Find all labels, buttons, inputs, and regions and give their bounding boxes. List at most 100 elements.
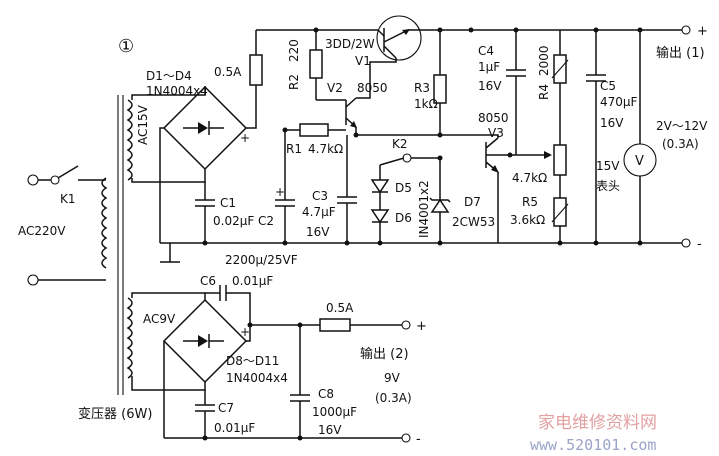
v2-collector [345, 97, 357, 108]
out2-volt: 9V [384, 371, 401, 385]
junction-dot [202, 240, 208, 246]
fuse-1 [249, 54, 263, 86]
c6-value: 0.01μF [232, 274, 273, 288]
junction-dot [437, 27, 443, 33]
d5-d6-part: IN4001x2 [417, 180, 431, 238]
d7-bar [429, 197, 451, 203]
junction-dot [247, 322, 253, 328]
wire-sec1-top [131, 87, 206, 100]
out1-current: (0.3A) [662, 137, 699, 151]
c2-value: 2200μ/25VF [225, 253, 298, 267]
ac9v-label: AC9V [143, 312, 176, 326]
out2-plus: + [416, 319, 427, 334]
r2-resistor [309, 49, 323, 79]
junction-dot [353, 132, 359, 138]
c1-value: 0.02μF [213, 214, 254, 228]
r5-value: 3.6kΩ [510, 213, 545, 227]
k1-pivot [50, 175, 60, 185]
transformer-label: 变压器 (6W) [78, 406, 152, 422]
c4-label: C4 [478, 44, 494, 58]
v2-transistor [345, 97, 357, 128]
d1-d4-label: D1～D4 [146, 69, 192, 83]
out2-minus-terminal [401, 433, 411, 443]
c8-value: 1000μF [312, 405, 357, 419]
wire-c6-right [226, 292, 251, 342]
meter-volt: 15V [596, 159, 620, 173]
k1-label: K1 [60, 192, 76, 206]
watermark-text: 家电维修资料网 [538, 413, 657, 433]
r4-adjust-arrow [551, 59, 569, 79]
r5-resistor [553, 197, 567, 227]
c3-label: C3 [312, 189, 328, 203]
v3-label: V3 [488, 126, 504, 140]
junction-dot [468, 27, 474, 33]
c5-label: C5 [600, 79, 616, 93]
transformer-primary-coil [101, 177, 108, 269]
c2-label: C2 [258, 214, 274, 228]
k1-switch-lever [57, 165, 79, 179]
junction-dot [637, 27, 643, 33]
out1-plus-terminal [681, 25, 691, 35]
junction-dot [202, 435, 208, 441]
d7-part: 2CW53 [452, 215, 495, 229]
wire-bridge1-plus [246, 85, 257, 129]
out1-minus: - [697, 237, 702, 252]
mains-terminal-1 [27, 174, 39, 186]
junction-dot [437, 155, 443, 161]
k2-lever [379, 157, 405, 166]
d7-label: D7 [464, 195, 481, 209]
v1-part: 3DD/2W [325, 37, 375, 51]
v1-base-lead [383, 45, 397, 59]
fuse1-label: 0.5A [214, 65, 242, 79]
r2-label: R2 [287, 74, 301, 90]
wire-sec1-bottom [131, 169, 206, 183]
out2-plus-terminal [401, 320, 411, 330]
mains-terminal-2 [27, 274, 39, 286]
out1-label: 输出 (1) [656, 45, 705, 61]
wire-v2-collector [356, 58, 397, 99]
c5-value: 470μF [600, 95, 638, 109]
c1-label: C1 [220, 196, 236, 210]
potentiometer [553, 144, 567, 176]
v1-collector [377, 29, 385, 37]
out1-minus-terminal [681, 238, 691, 248]
v3-transistor [485, 137, 499, 173]
d6-label: D6 [395, 211, 412, 225]
c5-volt: 16V [600, 116, 624, 130]
meter-label: 表头 [596, 179, 620, 193]
c1-capacitor [195, 199, 215, 207]
r5-adjust-arrow [551, 203, 569, 223]
bridge-rectifier-1 [162, 85, 248, 171]
watermark-url: www.520101.com [530, 436, 656, 454]
c7-value: 0.01μF [214, 421, 255, 435]
transformer [101, 95, 133, 395]
wire-sec2-bottom [131, 376, 206, 391]
c8-volt: 16V [318, 423, 342, 437]
c2-plus: + [275, 185, 285, 199]
meter-symbol: V [635, 154, 644, 169]
bridge1-diode-symbol [198, 122, 208, 134]
wire-v2-emitter [355, 127, 440, 136]
c7-label: C7 [218, 401, 234, 415]
c4-value: 1μF [478, 60, 500, 74]
d8-d11-label: D8～D11 [226, 354, 279, 368]
v3-collector [485, 137, 499, 149]
pot-value: 4.7kΩ [512, 171, 547, 185]
out1-plus: + [697, 24, 708, 39]
v2-label: V2 [327, 81, 343, 95]
pot-wiper-arrow [544, 151, 552, 159]
r2-value: 220 [287, 39, 301, 62]
r1-resistor [299, 123, 329, 137]
d6-diode [370, 209, 390, 224]
r5-label: R5 [522, 195, 538, 209]
wire-v3-collector [440, 134, 499, 138]
v1-transistor [376, 15, 422, 61]
ac15v-label: AC15V [136, 104, 150, 145]
r1-label: R1 [286, 142, 302, 156]
bridge2-diode-symbol [198, 335, 208, 347]
c6-label: C6 [200, 274, 216, 288]
wire-bridge1-minus [159, 127, 164, 243]
c8-label: C8 [318, 387, 334, 401]
v1-label: V1 [355, 54, 371, 68]
